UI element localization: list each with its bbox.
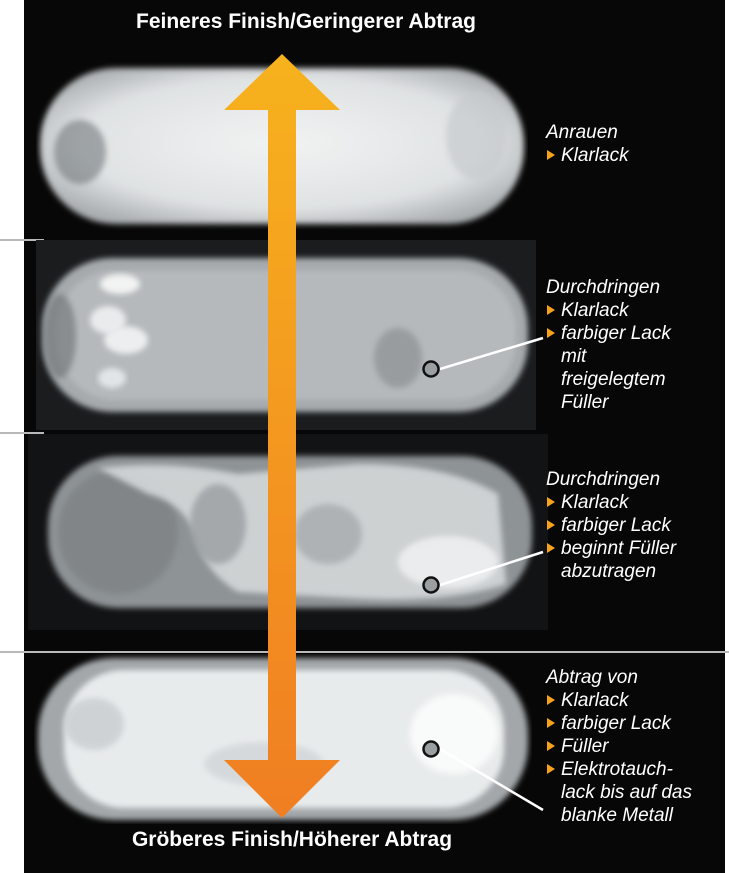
marker-circle-sample-3 bbox=[424, 578, 439, 593]
sample-3-item: beginnt Füller abzutragen bbox=[546, 537, 703, 583]
sample-1-heading: Anrauen bbox=[546, 121, 716, 144]
leader-line-sample-4 bbox=[440, 749, 543, 810]
leader-line-sample-3 bbox=[440, 552, 543, 585]
sample-2-label: Durchdringen Klarlack farbiger Lack mit … bbox=[546, 276, 714, 414]
sample-4-heading: Abtrag von bbox=[546, 666, 718, 689]
sample-3-heading: Durchdringen bbox=[546, 468, 718, 491]
marker-circle-sample-4 bbox=[424, 742, 439, 757]
sample-2-item: Klarlack bbox=[546, 299, 714, 322]
sample-1-item: Klarlack bbox=[546, 144, 716, 167]
sample-2-item: farbiger Lack mit freigelegtem Füller bbox=[546, 322, 691, 414]
bottom-caption: Gröberes Finish/Höherer Abtrag bbox=[0, 828, 584, 852]
sample-4-item: Elektrotauch-lack bis auf das blanke Met… bbox=[546, 758, 693, 827]
sample-4-item: Klarlack bbox=[546, 689, 718, 712]
sample-3-item: farbiger Lack bbox=[546, 514, 718, 537]
sample-4-label: Abtrag von Klarlack farbiger Lack Füller… bbox=[546, 666, 718, 827]
top-caption: Feineres Finish/Geringerer Abtrag bbox=[0, 10, 612, 34]
sample-3-label: Durchdringen Klarlack farbiger Lack begi… bbox=[546, 468, 718, 583]
marker-circle-sample-2 bbox=[424, 362, 439, 377]
sample-3-item: Klarlack bbox=[546, 491, 718, 514]
sample-4-item: Füller bbox=[546, 735, 718, 758]
sample-4-item: farbiger Lack bbox=[546, 712, 718, 735]
sample-1-label: Anrauen Klarlack bbox=[546, 121, 716, 167]
leader-line-sample-2 bbox=[440, 338, 543, 369]
sample-2-heading: Durchdringen bbox=[546, 276, 714, 299]
